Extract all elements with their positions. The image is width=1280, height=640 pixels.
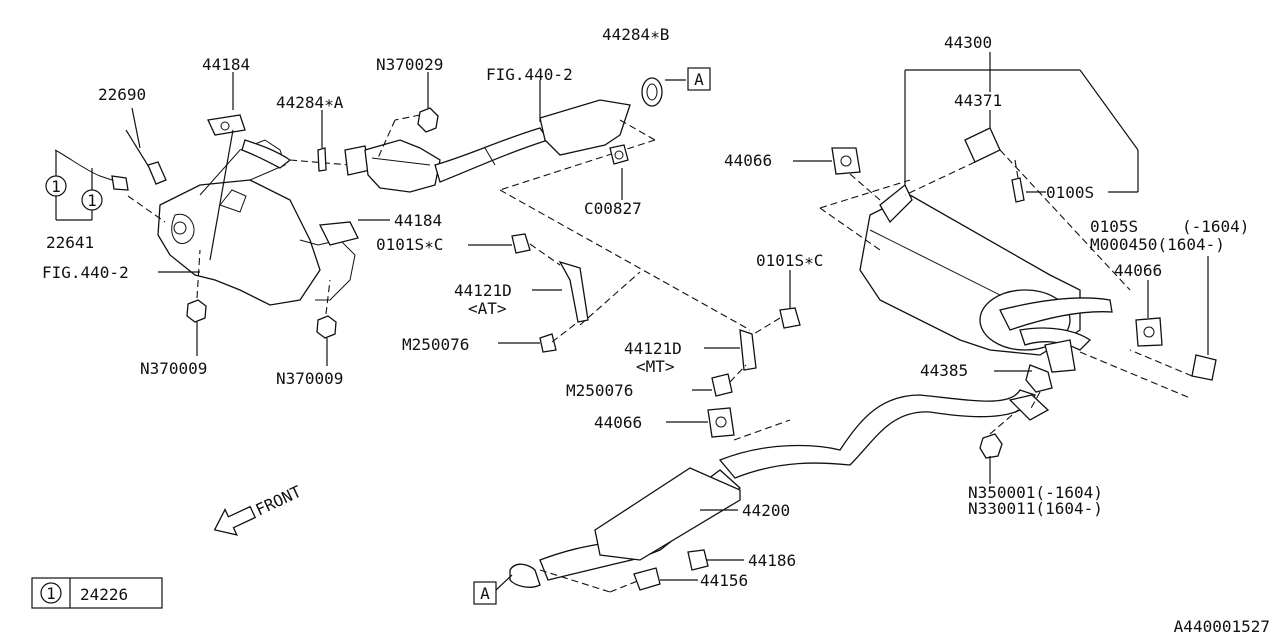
front-label: FRONT — [253, 482, 305, 520]
bolt-0100s — [1011, 159, 1025, 203]
bracket-44121d-mt — [711, 307, 801, 397]
center-pipe-44200 — [509, 389, 1050, 593]
label-44121d-at: 44121D — [454, 281, 512, 300]
label-0100s: 0100S — [1046, 183, 1094, 202]
label-44121d-mt: 44121D — [624, 339, 682, 358]
label-n350001: N350001(-1604) — [968, 483, 1103, 502]
label-at-tag: <AT> — [468, 299, 507, 318]
label-0105s-range: (-1604) — [1182, 217, 1249, 236]
ref-a-top-label: A — [694, 70, 704, 89]
front-arrow-icon: FRONT — [213, 482, 305, 536]
nuts-manifold — [186, 107, 439, 339]
label-n370009-right: N370009 — [276, 369, 343, 388]
label-44300: 44300 — [944, 33, 992, 52]
label-44066-mid: 44066 — [594, 413, 642, 432]
label-44284a: 44284∗A — [276, 93, 344, 112]
label-c00827: C00827 — [584, 199, 642, 218]
label-n370029: N370029 — [376, 55, 443, 74]
circle-marker-b-label: 1 — [87, 191, 97, 210]
label-44184-mid: 44184 — [394, 211, 442, 230]
legend-box: 1 24226 — [31, 577, 163, 609]
leader-lines — [55, 52, 1149, 581]
gasket-44284b — [641, 77, 663, 107]
label-m250076-left: M250076 — [402, 335, 469, 354]
legend-marker: 1 — [46, 584, 56, 603]
rubber-hangers-44066 — [707, 147, 1163, 441]
label-44184-top: 44184 — [202, 55, 250, 74]
label-fig440-left: FIG.440-2 — [42, 263, 129, 282]
label-fig440-top: FIG.440-2 — [486, 65, 573, 84]
label-0101s-c-mid: 0101S∗C — [756, 251, 823, 270]
label-n330011: N330011(1604-) — [968, 499, 1103, 518]
circle-marker-a-label: 1 — [51, 177, 61, 196]
nut-n350001 — [979, 409, 1019, 459]
hanger-44371 — [904, 127, 1131, 291]
gasket-44385 — [1025, 364, 1053, 411]
label-0101s-c-left: 0101S∗C — [376, 235, 443, 254]
label-22690: 22690 — [98, 85, 146, 104]
label-mt-tag: <MT> — [636, 357, 675, 376]
label-m000450: M000450(1604-) — [1090, 235, 1225, 254]
oxygen-sensor-22641 — [54, 149, 166, 223]
label-m250076-mid: M250076 — [566, 381, 633, 400]
oxygen-sensor-22690 — [125, 107, 167, 185]
circle-marker-b: 1 — [81, 189, 103, 211]
label-44186: 44186 — [748, 551, 796, 570]
label-44156: 44156 — [700, 571, 748, 590]
exhaust-manifold — [157, 114, 359, 306]
front-pipe-assembly — [241, 99, 751, 331]
label-44371: 44371 — [954, 91, 1002, 110]
label-44284b: 44284∗B — [602, 25, 669, 44]
label-n370009-left: N370009 — [140, 359, 207, 378]
bracket-44121d-at — [511, 233, 641, 353]
label-44066-top: 44066 — [724, 151, 772, 170]
legend-part-number: 24226 — [80, 585, 128, 604]
circle-marker-a: 1 — [45, 175, 67, 197]
label-44066-right: 44066 — [1114, 261, 1162, 280]
label-0105s: 0105S — [1090, 217, 1138, 236]
bolts-44186-44156 — [633, 549, 709, 591]
label-44385: 44385 — [920, 361, 968, 380]
bolt-0105s — [1129, 256, 1217, 381]
ref-a-bottom-label: A — [480, 584, 490, 603]
muffler-assembly — [859, 183, 1113, 373]
ref-box-a-top: A — [687, 67, 711, 91]
diagram-id: A440001527 — [1174, 617, 1270, 636]
label-44200: 44200 — [742, 501, 790, 520]
label-22641: 22641 — [46, 233, 94, 252]
ref-box-a-bottom: A — [473, 581, 497, 605]
